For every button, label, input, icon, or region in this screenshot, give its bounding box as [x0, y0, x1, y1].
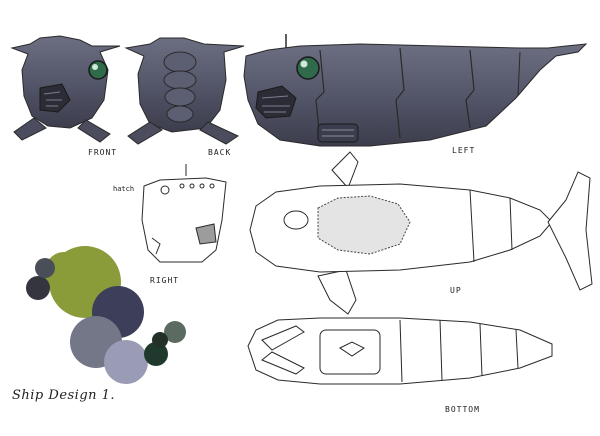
front-porthole-icon: [88, 60, 108, 80]
up-view: [249, 151, 593, 315]
left-hatch-door: [317, 123, 359, 143]
label-right: RIGHT: [150, 276, 180, 285]
color-palette: [26, 246, 186, 384]
sheet-title: Ship Design 1.: [12, 388, 116, 403]
bottom-view: [247, 317, 553, 385]
front-right-fin: [77, 119, 111, 143]
back-view: [124, 37, 245, 145]
left-damage-hole: [255, 85, 297, 119]
back-right-fin: [199, 121, 240, 145]
label-left: LEFT: [452, 146, 476, 155]
label-front: FRONT: [88, 148, 118, 157]
right-hatch-icon: [160, 185, 170, 195]
left-porthole-icon: [296, 56, 320, 80]
back-left-fin: [127, 121, 163, 145]
label-back: BACK: [208, 148, 232, 157]
up-top-fin: [331, 151, 359, 189]
swatch-charcoal: [26, 276, 50, 300]
up-bottom-fin: [317, 269, 357, 315]
front-left-fin: [13, 117, 47, 141]
left-view: [243, 34, 588, 147]
up-tail-fin: [547, 171, 593, 291]
swatch-slate: [35, 258, 55, 278]
front-damage-hole: [39, 83, 71, 113]
swatch-lavender: [104, 340, 148, 384]
right-view: [141, 164, 227, 263]
bottom-center-emblem: [339, 341, 365, 357]
label-hatch: hatch: [113, 185, 135, 193]
label-bottom: BOTTOM: [445, 405, 480, 414]
swatch-sage: [164, 321, 186, 343]
swatch-forest: [144, 342, 168, 366]
label-up: UP: [450, 286, 462, 295]
up-damage-patch: [317, 195, 411, 255]
front-view: [10, 35, 121, 143]
